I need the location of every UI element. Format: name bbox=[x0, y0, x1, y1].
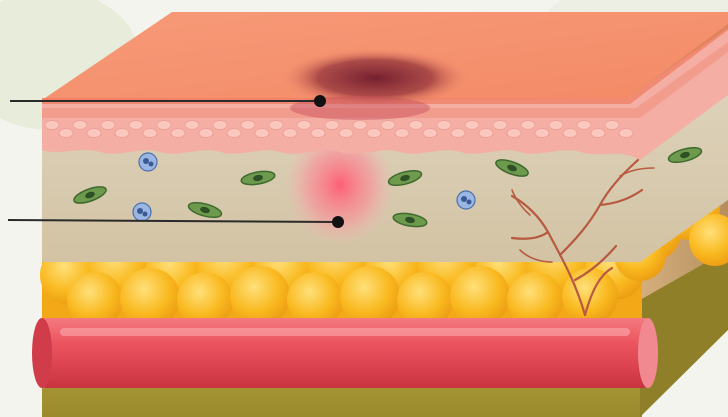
epidermal-cell bbox=[59, 129, 73, 138]
epidermal-cell bbox=[353, 121, 367, 130]
epidermal-cell bbox=[521, 121, 535, 130]
epidermal-cell bbox=[185, 121, 199, 130]
epidermal-cell bbox=[465, 121, 479, 130]
epidermal-cell bbox=[549, 121, 563, 130]
epidermal-cell bbox=[605, 121, 619, 130]
immune-cell bbox=[139, 153, 157, 171]
epidermal-cell bbox=[381, 121, 395, 130]
epidermal-cell bbox=[213, 121, 227, 130]
epidermal-cell bbox=[493, 121, 507, 130]
epidermal-cell bbox=[199, 129, 213, 138]
epidermal-cell bbox=[325, 121, 339, 130]
epidermal-cell bbox=[143, 129, 157, 138]
epidermal-cell bbox=[507, 129, 521, 138]
immune-cell bbox=[133, 203, 151, 221]
blood-vessel bbox=[32, 318, 658, 388]
epidermal-cell bbox=[241, 121, 255, 130]
epidermal-cell bbox=[577, 121, 591, 130]
epidermal-cell bbox=[423, 129, 437, 138]
fat-cell bbox=[450, 266, 510, 326]
epidermal-cell bbox=[269, 121, 283, 130]
epidermal-cell bbox=[451, 129, 465, 138]
epidermal-cell bbox=[479, 129, 493, 138]
epidermal-cell bbox=[101, 121, 115, 130]
epidermal-cell bbox=[87, 129, 101, 138]
epidermal-cell bbox=[255, 129, 269, 138]
epidermal-cell bbox=[171, 129, 185, 138]
epidermal-cell bbox=[157, 121, 171, 130]
fat-cell bbox=[340, 266, 400, 326]
bruise-depth bbox=[290, 96, 430, 120]
epidermal-cell bbox=[283, 129, 297, 138]
epidermal-cell bbox=[129, 121, 143, 130]
epidermal-cell bbox=[437, 121, 451, 130]
epidermal-cell bbox=[409, 121, 423, 130]
epidermal-cell bbox=[591, 129, 605, 138]
epidermal-cell bbox=[227, 129, 241, 138]
immune-cell bbox=[457, 191, 475, 209]
epidermal-cell bbox=[535, 129, 549, 138]
epidermal-cell bbox=[73, 121, 87, 130]
fat-cell bbox=[230, 266, 290, 326]
epidermal-cell bbox=[339, 129, 353, 138]
epidermal-cell bbox=[619, 129, 633, 138]
epidermal-cell bbox=[311, 129, 325, 138]
epidermal-cell bbox=[45, 121, 59, 130]
epidermal-cell bbox=[395, 129, 409, 138]
epidermal-cell bbox=[367, 129, 381, 138]
epidermal-cell bbox=[297, 121, 311, 130]
epidermal-cell bbox=[563, 129, 577, 138]
epidermal-cell bbox=[115, 129, 129, 138]
